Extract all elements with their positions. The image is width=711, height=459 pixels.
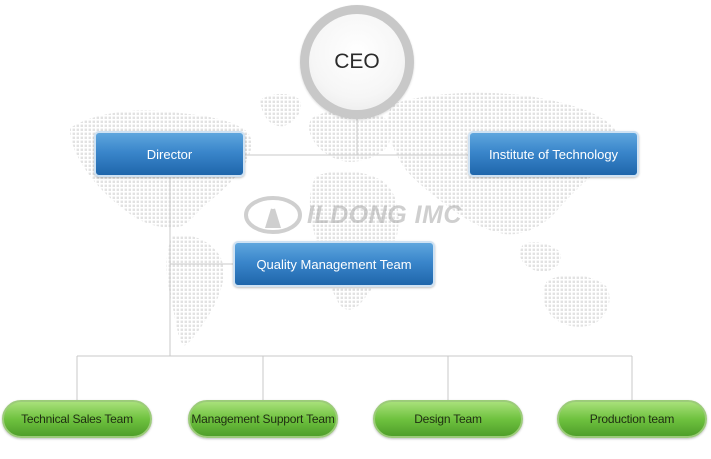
- watermark: ILDONG IMC: [243, 193, 483, 237]
- team-technical-sales: Technical Sales Team: [2, 400, 152, 438]
- institute-node: Institute of Technology: [468, 131, 639, 177]
- map-southeast-asia: [520, 242, 562, 272]
- map-australia: [542, 275, 610, 327]
- team-production: Production team: [557, 400, 707, 438]
- director-node: Director: [94, 131, 245, 177]
- map-south-america: [166, 234, 224, 346]
- team-design: Design Team: [373, 400, 523, 438]
- map-europe: [309, 108, 391, 162]
- ildong-logo-icon: [244, 196, 302, 234]
- ceo-label: CEO: [309, 14, 405, 110]
- team-management-support: Management Support Team: [188, 400, 338, 438]
- ceo-node: CEO: [300, 5, 414, 119]
- watermark-text: ILDONG IMC: [307, 200, 462, 229]
- map-greenland: [260, 94, 302, 127]
- quality-team-node: Quality Management Team: [233, 241, 435, 287]
